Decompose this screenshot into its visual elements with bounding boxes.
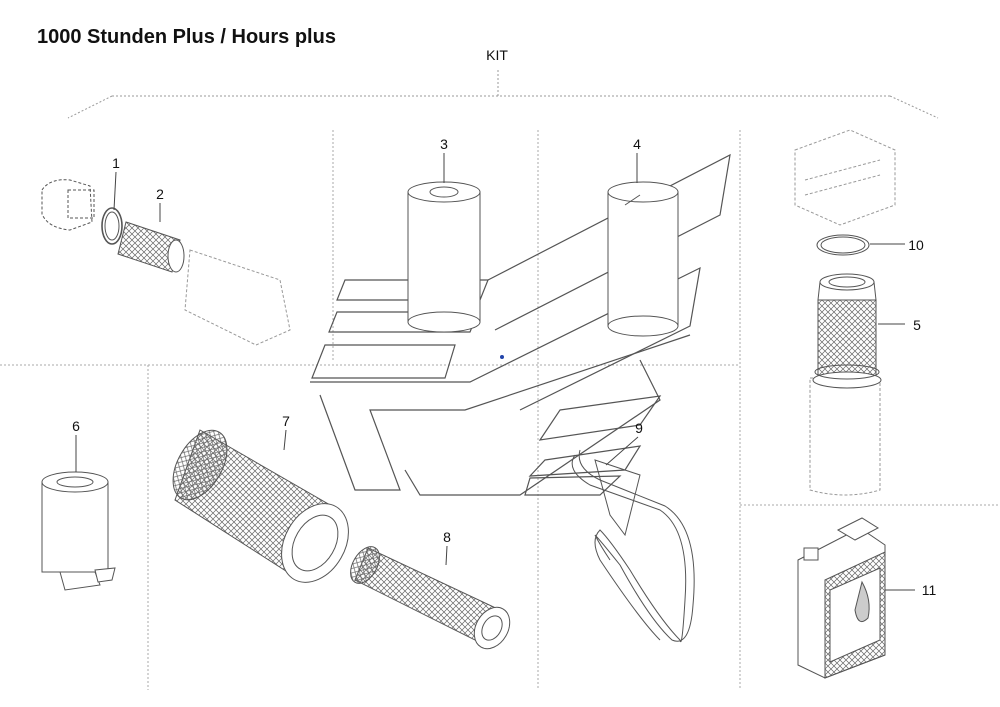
part-4-number: 4 — [633, 136, 641, 152]
leader-lines — [75, 153, 915, 591]
part-7-air-filter — [172, 429, 349, 583]
kit-bracket — [67, 70, 939, 119]
part-1-number: 1 — [112, 155, 120, 171]
part-2-number: 2 — [156, 186, 164, 202]
part-5-filter — [809, 273, 882, 496]
part-11-oil-canister — [797, 517, 886, 679]
part-4-filter — [607, 181, 679, 337]
part-3-number: 3 — [440, 136, 448, 152]
part-5-number: 5 — [913, 317, 921, 333]
part-8-number: 8 — [443, 529, 451, 545]
part-3-filter — [407, 181, 481, 333]
part-8-inner-filter — [350, 546, 511, 650]
part-2-strainer — [117, 221, 291, 346]
part-10-gasket — [794, 129, 896, 256]
part-6-number: 6 — [72, 418, 80, 434]
part-11-number: 11 — [921, 582, 937, 598]
part-7-number: 7 — [282, 413, 290, 429]
part-6-fuel-filter — [41, 471, 116, 591]
part-9-belt — [571, 449, 695, 643]
section-dividers — [0, 130, 1000, 690]
kit-label: KIT — [486, 47, 508, 63]
part-9-number: 9 — [635, 420, 643, 436]
part-1-oring — [41, 179, 123, 245]
part-10-number: 10 — [908, 237, 924, 253]
diagram-title: 1000 Stunden Plus / Hours plus — [37, 26, 336, 48]
